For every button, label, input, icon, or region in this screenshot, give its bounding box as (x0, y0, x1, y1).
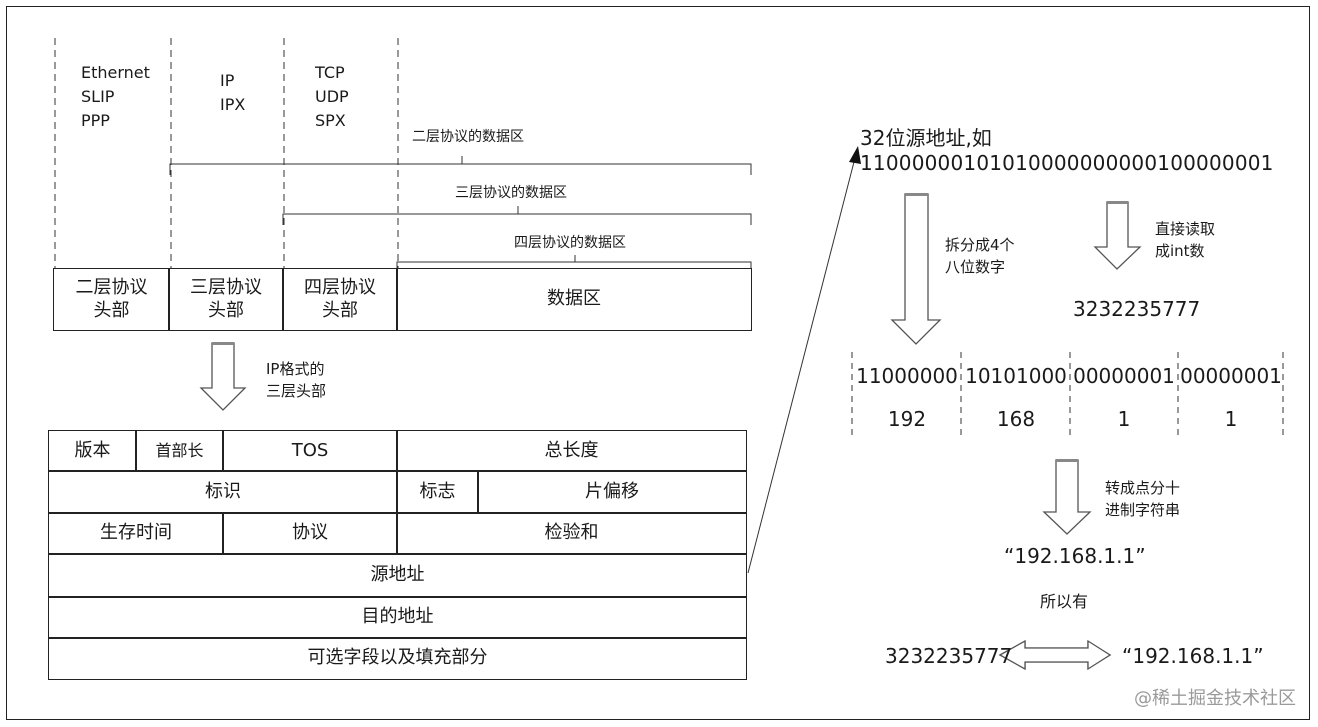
ip-version: 版本 (48, 430, 137, 472)
ip-checksum: 检验和 (396, 512, 747, 555)
octet-bin-2: 10101000 (965, 364, 1067, 388)
watermark: @稀土掘金技术社区 (1134, 688, 1296, 709)
frame-l3-header-line2: 头部 (208, 299, 244, 321)
split-label: 拆分成4个 八位数字 (945, 234, 1015, 278)
brace-l4-label: 四层协议的数据区 (514, 235, 626, 251)
so-label: 所以有 (1040, 592, 1089, 611)
direct-label-line2: 成int数 (1155, 242, 1205, 260)
octet-dec-2: 168 (996, 407, 1036, 431)
direct-label-line1: 直接读取 (1155, 220, 1216, 238)
diagram-frame (6, 6, 1310, 720)
ip-flags: 标志 (396, 470, 479, 514)
convert-label: 转成点分十 进制字符串 (1105, 477, 1180, 521)
frame-data-area: 数据区 (396, 268, 752, 331)
frame-l2-header-line1: 二层协议 (75, 277, 148, 298)
protocol-ip: IP (220, 71, 235, 90)
protocol-slip: SLIP (81, 87, 115, 106)
int-value: 3232235777 (1073, 297, 1201, 321)
ip-arrow-label-line2: 三层头部 (266, 382, 327, 400)
octet-dec-4: 1 (1224, 407, 1238, 431)
direct-label: 直接读取 成int数 (1155, 218, 1215, 262)
frame-l4-header-line2: 头部 (322, 299, 358, 321)
ip-ihl: 首部长 (135, 430, 224, 472)
l4-protocol-list: TCP UDP SPX (315, 61, 349, 133)
ip-protocol: 协议 (222, 512, 398, 555)
dotted-value: “192.168.1.1” (1004, 544, 1146, 568)
protocol-ipx: IPX (220, 95, 246, 114)
brace-l3-label: 三层协议的数据区 (455, 185, 567, 201)
l3-protocol-list: IP IPX (220, 69, 245, 117)
ip-options: 可选字段以及填充部分 (48, 637, 747, 680)
ip-fragment-offset: 片偏移 (477, 470, 747, 514)
ip-tos: TOS (222, 430, 398, 472)
equivalence-left: 3232235777 (885, 644, 1013, 668)
ip-arrow-label-line1: IP格式的 (266, 360, 325, 378)
ip-total-length: 总长度 (396, 430, 747, 472)
ip-arrow-label: IP格式的 三层头部 (266, 358, 326, 402)
ip-destination-address: 目的地址 (48, 596, 747, 639)
l2-protocol-list: Ethernet SLIP PPP (81, 61, 150, 133)
address-title: 32位源地址,如 (860, 126, 992, 150)
convert-label-line1: 转成点分十 (1105, 479, 1181, 497)
ip-ttl: 生存时间 (48, 512, 224, 555)
ip-identification: 标识 (48, 470, 398, 514)
frame-l4-header: 四层协议头部 (282, 268, 398, 331)
frame-l4-header-line1: 四层协议 (304, 277, 376, 298)
protocol-udp: UDP (315, 87, 349, 106)
address-binary: 11000000101010000000000100000001 (860, 151, 1274, 175)
frame-l3-header-line1: 三层协议 (190, 277, 262, 298)
octet-bin-3: 00000001 (1073, 364, 1175, 388)
split-label-line2: 八位数字 (945, 258, 1006, 276)
brace-l2-label: 二层协议的数据区 (412, 129, 524, 145)
frame-l2-header-line2: 头部 (93, 299, 130, 321)
double-arrow-icon (1000, 640, 1110, 670)
frame-l3-header: 三层协议头部 (168, 268, 284, 331)
octet-dec-3: 1 (1117, 407, 1131, 431)
protocol-spx: SPX (315, 111, 346, 130)
protocol-tcp: TCP (315, 63, 345, 82)
octet-dec-1: 192 (887, 407, 927, 431)
protocol-ppp: PPP (81, 111, 110, 130)
frame-l2-header: 二层协议头部 (53, 268, 170, 331)
equivalence-right: “192.168.1.1” (1122, 644, 1264, 668)
split-label-line1: 拆分成4个 (945, 236, 1015, 254)
ip-source-address: 源地址 (48, 553, 747, 598)
octet-bin-1: 11000000 (856, 364, 958, 388)
protocol-ethernet: Ethernet (81, 63, 150, 82)
convert-label-line2: 进制字符串 (1105, 501, 1181, 519)
octet-bin-4: 00000001 (1180, 364, 1282, 388)
